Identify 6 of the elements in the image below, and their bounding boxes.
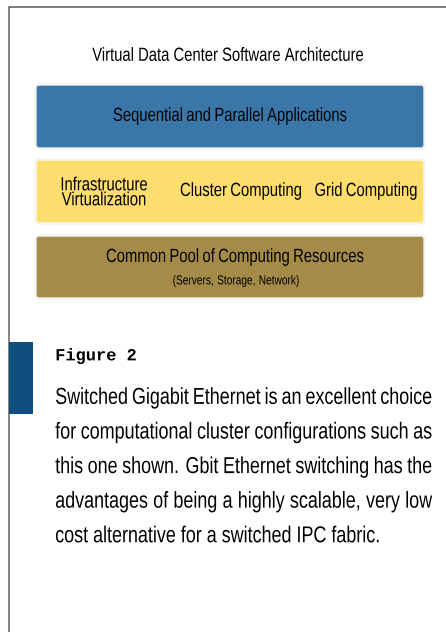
layer-box: Common Pool of Computing Resources (Servers, Storage, Network)	[34, 234, 426, 300]
diagram-title: Virtual Data Center Software Architecture	[92, 47, 364, 61]
layer-box: Sequential and Parallel Applications	[34, 84, 426, 150]
figure-number: Figure 2	[56, 348, 136, 364]
layer-box: Infrastructure Virtualization Cluster Computing Grid Computing	[34, 158, 426, 224]
caption: Switched Gigabit Ethernet is an excellent choice for computational cluster configurations such as this one shown. Gbit Ethernet switching has the advantages of being a highly scalable, very low cost alternative for a switched IPC fabric.	[55, 387, 432, 542]
